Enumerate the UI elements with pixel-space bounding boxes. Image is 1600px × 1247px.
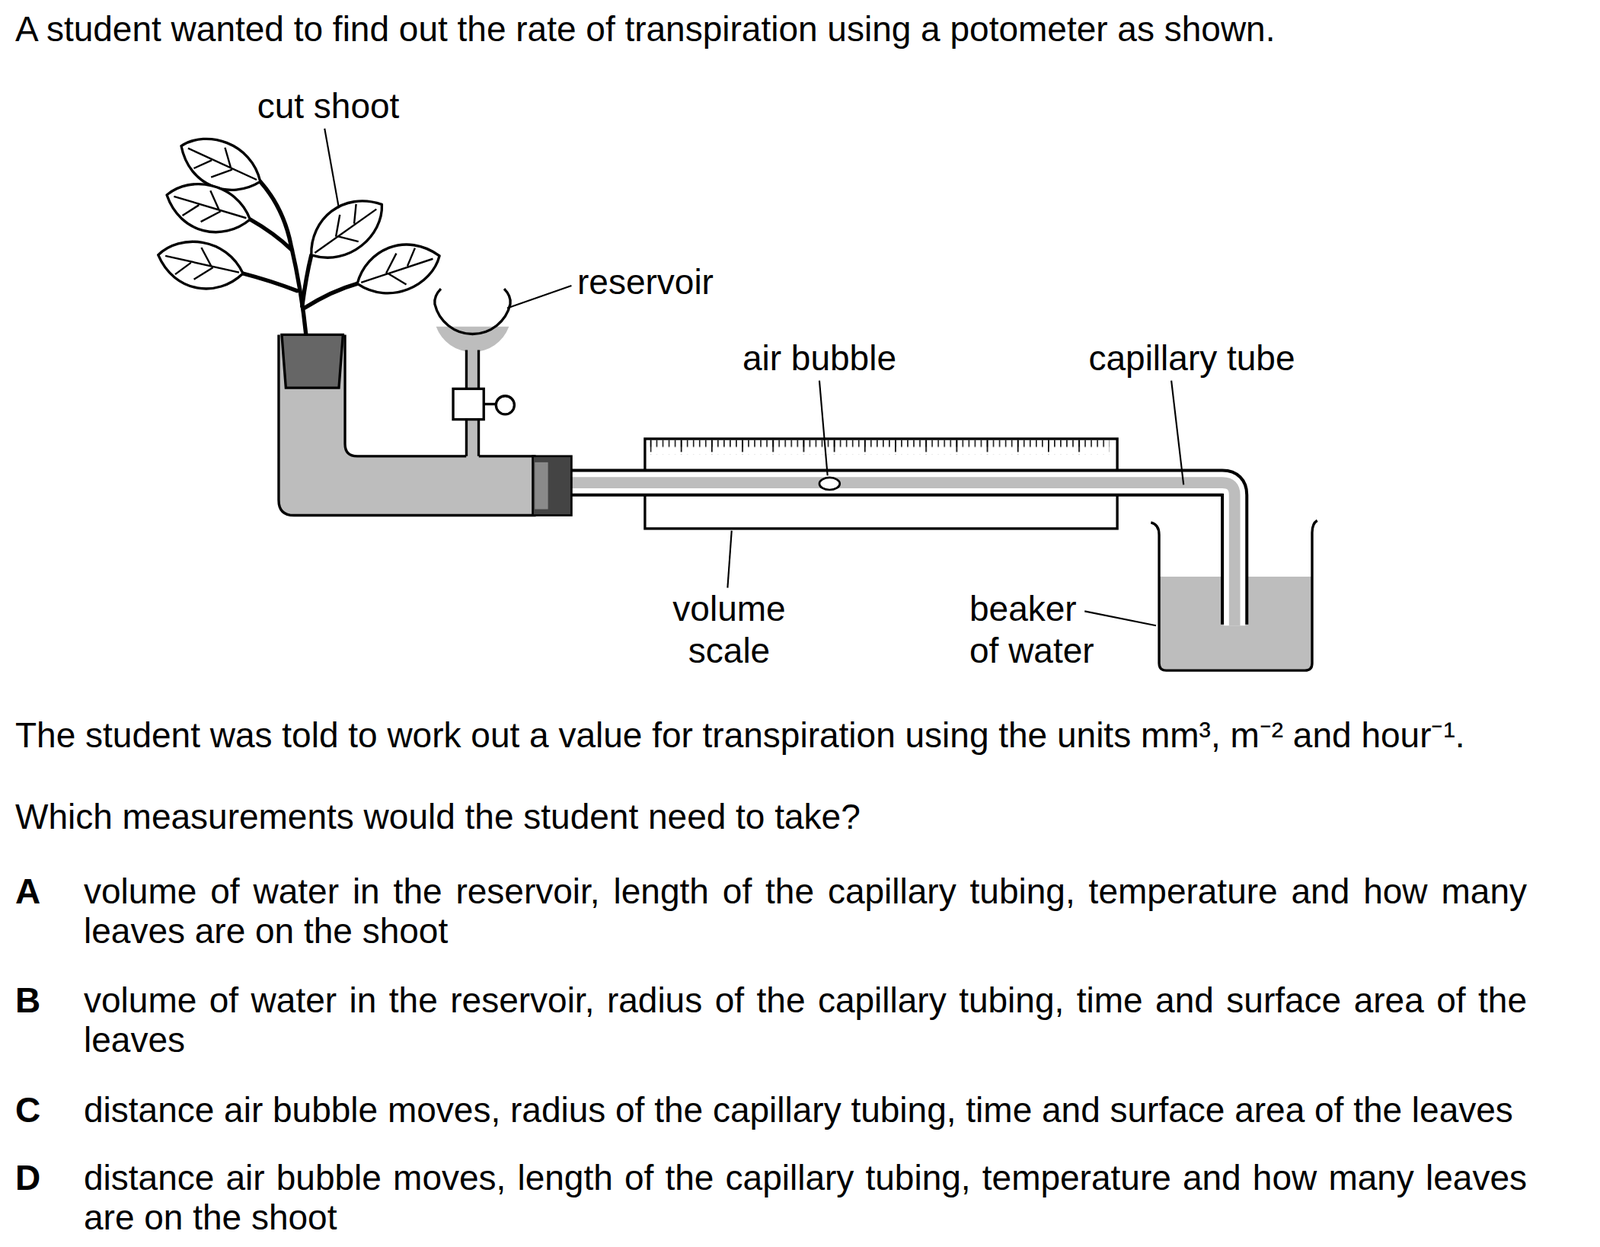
question-stem: A student wanted to find out the rate of… xyxy=(15,9,1592,49)
part-label: beaker of water xyxy=(969,587,1103,672)
question-text: Which measurements would the student nee… xyxy=(15,796,1592,837)
tube-wall xyxy=(278,334,537,515)
option-letter: A xyxy=(15,871,61,911)
question-text: The student was told to work out a value… xyxy=(15,715,1592,755)
part-label: cut shoot xyxy=(229,86,428,126)
reservoir-funnel xyxy=(434,288,511,334)
tube-water xyxy=(278,334,559,515)
bung xyxy=(533,456,572,516)
reservoir-water xyxy=(436,326,510,352)
option-text: volume of water in the reservoir, radius… xyxy=(83,980,1527,1060)
tap xyxy=(453,388,484,419)
air-bubble xyxy=(819,477,840,490)
option-text: distance air bubble moves, radius of the… xyxy=(83,1089,1527,1130)
leader-line xyxy=(324,128,1184,626)
option-letter: D xyxy=(15,1157,61,1198)
capillary-tube xyxy=(555,482,1235,626)
part-label: capillary tube xyxy=(1062,338,1322,378)
bung xyxy=(281,334,343,388)
option-letter: C xyxy=(15,1089,61,1130)
part-label: reservoir xyxy=(577,261,776,302)
leaf xyxy=(152,124,446,303)
part-label: volume scale xyxy=(662,587,796,672)
option-text: distance air bubble moves, length of the… xyxy=(83,1157,1527,1237)
part-label: air bubble xyxy=(712,338,927,378)
option-letter: B xyxy=(15,980,61,1020)
option-text: volume of water in the reservoir, length… xyxy=(83,871,1527,951)
tap-handle xyxy=(495,396,515,415)
